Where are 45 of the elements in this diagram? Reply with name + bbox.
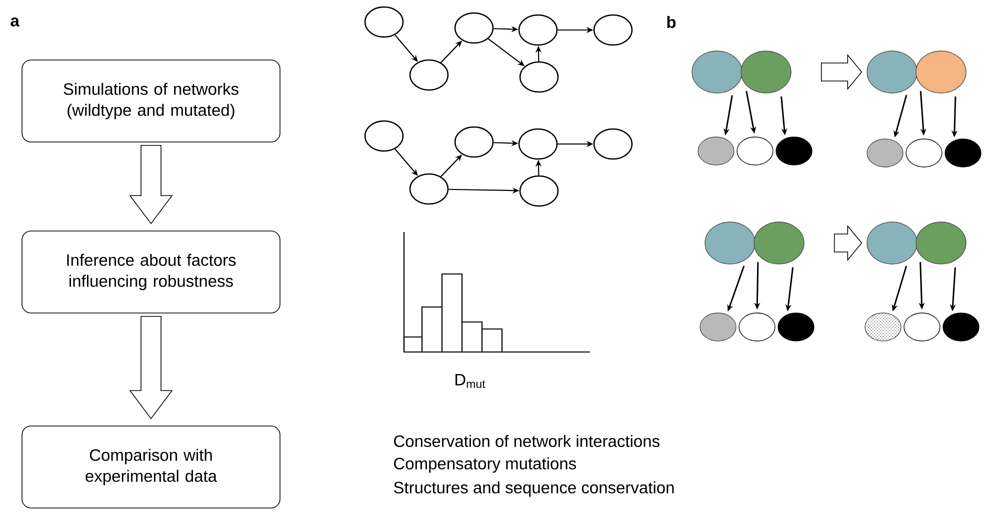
ellipse (906, 138, 942, 168)
ellipse (738, 312, 776, 342)
panel-letter: a (10, 17, 20, 27)
ellipse (864, 312, 902, 342)
ellipse (700, 312, 736, 342)
ellipse (518, 14, 558, 46)
ellipse (866, 222, 918, 264)
ellipse (593, 14, 633, 46)
ellipse (866, 50, 918, 94)
ellipse (364, 6, 404, 38)
axis-label: D$_{mut}$ (456, 374, 486, 388)
ellipse (454, 12, 494, 44)
process-box: Inference about factors influencing robustness (22, 230, 280, 314)
process-box: Comparison with experimental data (22, 426, 280, 508)
note-text: Conservation of network interactions (394, 434, 660, 448)
ellipse (866, 138, 904, 168)
note-text: Compensatory mutations (394, 457, 576, 473)
ellipse (519, 175, 559, 207)
panel-letter: b (667, 16, 676, 28)
ellipse (593, 128, 633, 160)
block-arrow (834, 224, 862, 262)
ellipse (364, 120, 404, 152)
ellipse (518, 128, 558, 160)
ellipse (942, 312, 980, 342)
ellipse (916, 50, 966, 94)
ellipse (704, 222, 756, 264)
block-arrow (820, 54, 862, 90)
ellipse (409, 59, 449, 91)
ellipse (692, 50, 742, 94)
ellipse (944, 138, 982, 168)
ellipse (698, 136, 734, 166)
note-text: Structures and sequence conservation (394, 481, 674, 497)
ellipse (776, 136, 812, 166)
ellipse (519, 61, 559, 93)
block-arrow (129, 316, 173, 420)
ellipse (754, 222, 804, 264)
block-arrow (129, 145, 173, 224)
ellipse (454, 126, 494, 158)
ellipse (740, 50, 792, 94)
ellipse (409, 173, 449, 205)
process-box: Simulations of networks (wildtype and mutated) (22, 60, 280, 142)
ellipse (778, 312, 814, 342)
ellipse (904, 312, 940, 342)
ellipse (916, 222, 966, 264)
ellipse (736, 136, 774, 166)
